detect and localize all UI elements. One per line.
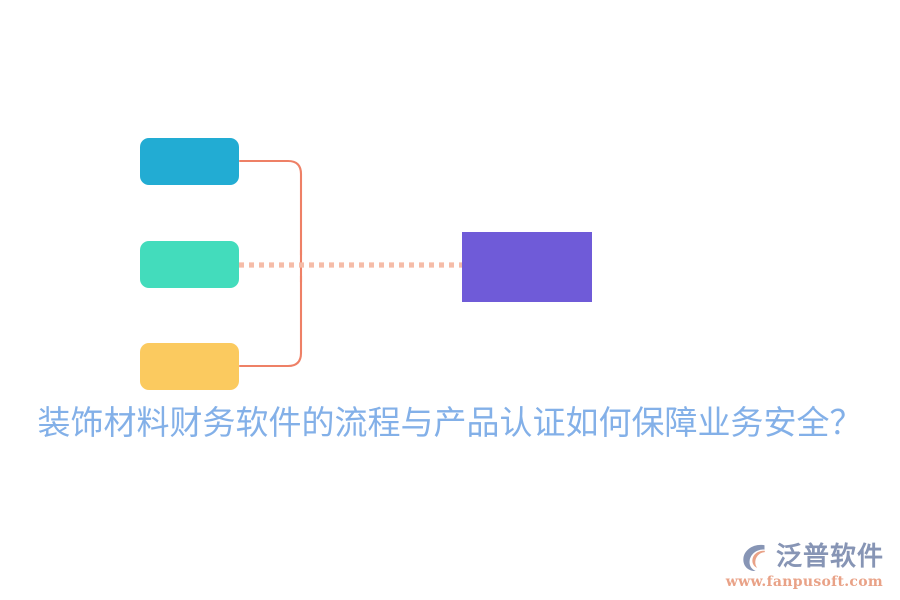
diagram-connectors <box>238 159 463 368</box>
connector-blue-to-junction <box>238 159 303 257</box>
diagram-node-purple[interactable] <box>462 232 592 302</box>
flow-diagram <box>140 138 592 390</box>
brand-logo-row: 泛普软件 <box>740 541 884 573</box>
diagram-node-blue[interactable] <box>140 138 239 185</box>
brand-url: www.fanpusoft.com <box>725 574 883 590</box>
brand-footer: 泛普软件 www.fanpusoft.com <box>726 541 884 590</box>
page-title: 装饰材料财务软件的流程与产品认证如何保障业务安全？ <box>37 403 863 442</box>
diagram-node-green[interactable] <box>140 241 239 288</box>
brand-name: 泛普软件 <box>775 542 884 572</box>
fanpu-logo-icon <box>743 544 766 572</box>
connector-yellow-to-junction <box>238 274 303 368</box>
diagram-node-yellow[interactable] <box>140 343 239 390</box>
